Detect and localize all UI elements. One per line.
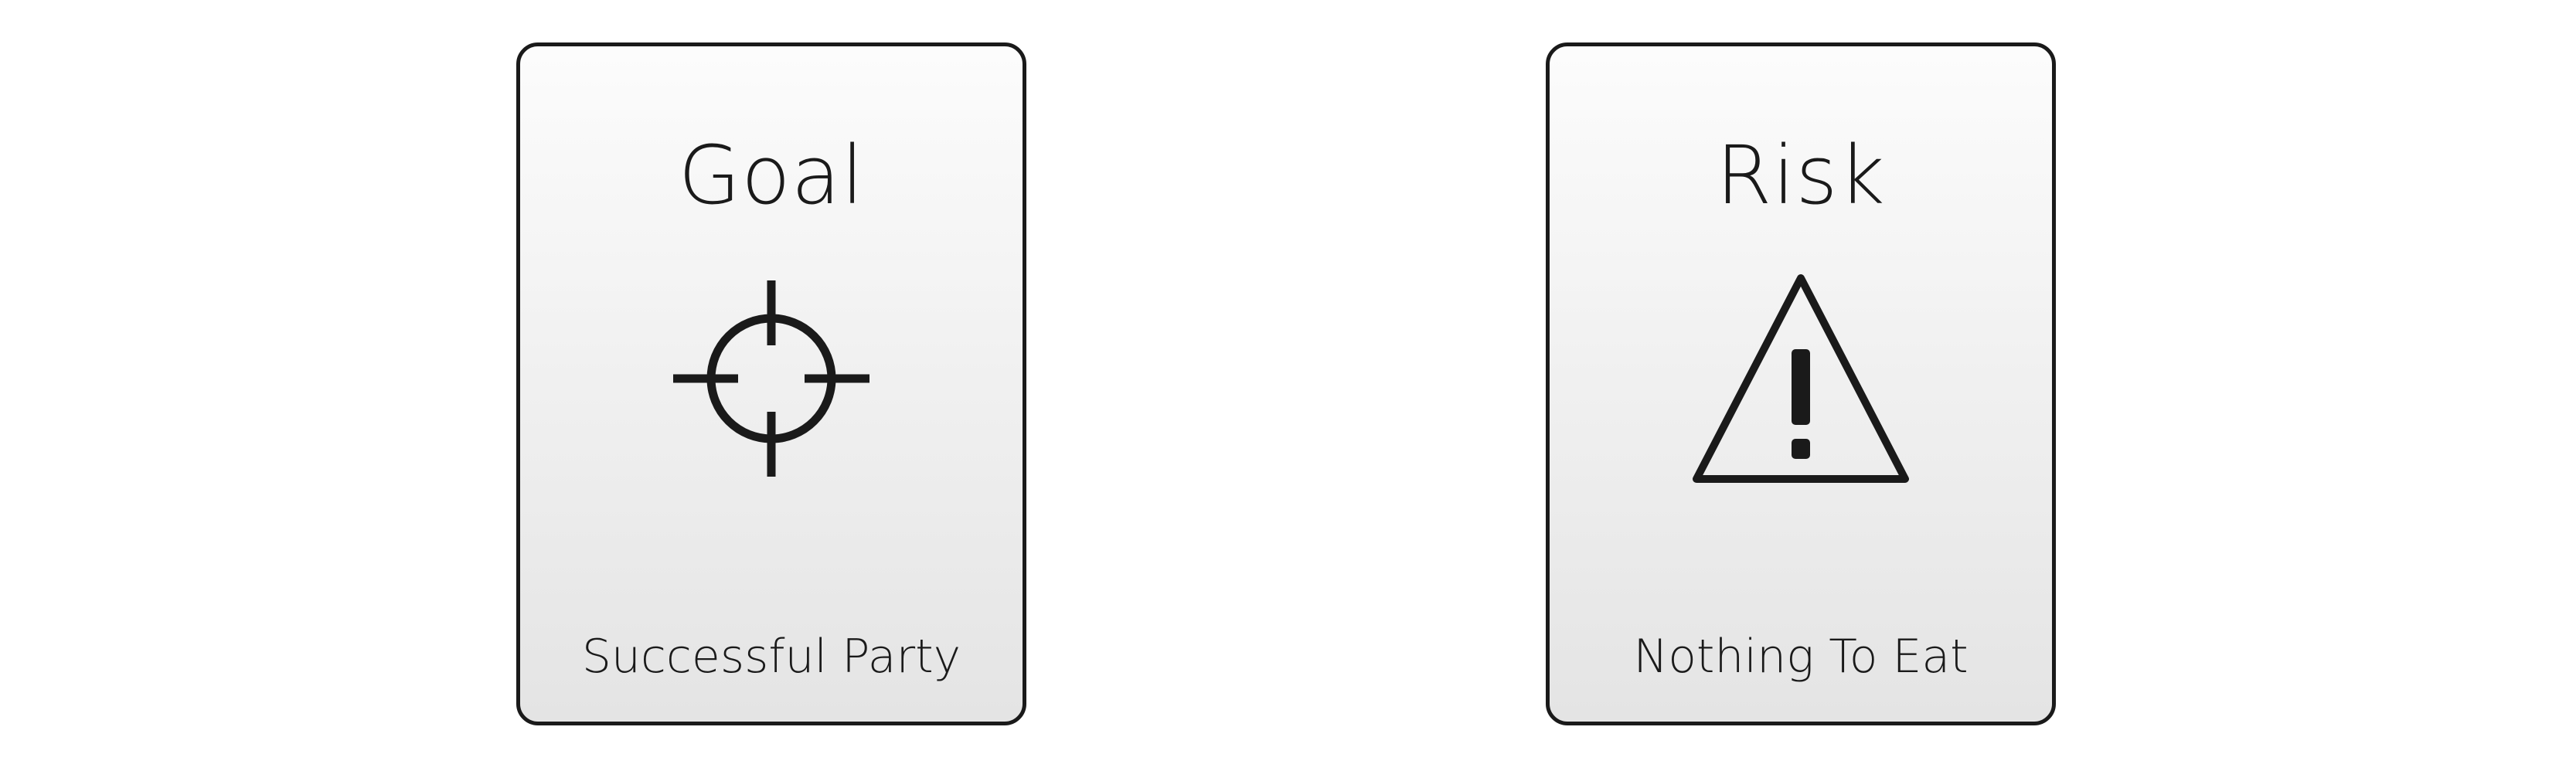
- goal-card-title: Goal: [678, 128, 865, 222]
- goal-card-caption: Successful Party: [581, 630, 961, 684]
- risk-card-title: Risk: [1716, 128, 1886, 222]
- risk-card-caption: Nothing To Eat: [1633, 630, 1969, 684]
- risk-card: Risk Nothing To Eat: [1546, 42, 2056, 725]
- warning-triangle-icon: [1550, 251, 2052, 506]
- crosshair-icon: [520, 251, 1023, 506]
- goal-card: Goal Successful Party: [516, 42, 1026, 725]
